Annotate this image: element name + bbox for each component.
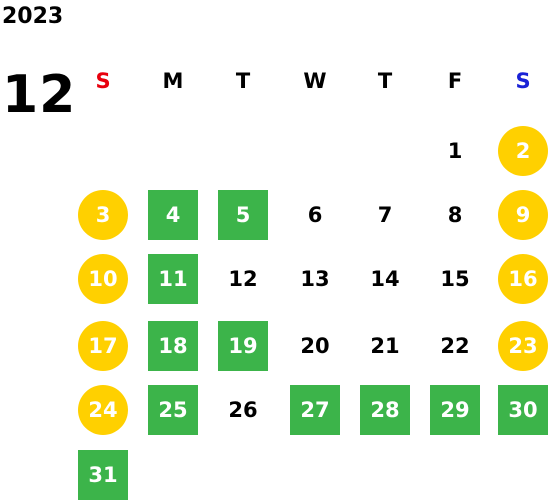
weekday-header-wednesday: W [303,69,327,93]
weekday-header-thursday: T [377,69,393,93]
calendar-day-18: 18 [148,321,198,371]
calendar-day-23: 23 [498,321,548,371]
calendar-day-17: 17 [78,321,128,371]
calendar-day-26: 26 [228,398,258,422]
calendar-day-29: 29 [430,385,480,435]
calendar-day-14: 14 [370,267,400,291]
weekday-header-tuesday: T [235,69,251,93]
calendar-day-10: 10 [78,254,128,304]
calendar-day-25: 25 [148,385,198,435]
calendar-day-30: 30 [498,385,548,435]
calendar-day-11: 11 [148,254,198,304]
calendar-day-15: 15 [440,267,470,291]
year-label: 2023 [2,4,64,29]
calendar-day-3: 3 [78,190,128,240]
weekday-header-friday: F [447,69,463,93]
calendar-day-21: 21 [370,334,400,358]
calendar-day-2: 2 [498,126,548,176]
weekday-header-monday: M [162,69,184,93]
calendar-day-27: 27 [290,385,340,435]
calendar-day-9: 9 [498,190,548,240]
calendar-day-13: 13 [300,267,330,291]
calendar-day-4: 4 [148,190,198,240]
weekday-header-saturday: S [515,69,531,93]
weekday-header-sunday: S [95,69,111,93]
calendar-day-19: 19 [218,321,268,371]
calendar-day-8: 8 [447,203,463,227]
month-label: 12 [2,65,77,125]
calendar-day-24: 24 [78,385,128,435]
calendar-day-28: 28 [360,385,410,435]
calendar-day-12: 12 [228,267,258,291]
calendar-day-5: 5 [218,190,268,240]
calendar-day-7: 7 [377,203,393,227]
calendar-day-1: 1 [447,139,463,163]
calendar-day-31: 31 [78,450,128,500]
calendar-day-22: 22 [440,334,470,358]
calendar-day-16: 16 [498,254,548,304]
calendar-day-6: 6 [307,203,323,227]
calendar-day-20: 20 [300,334,330,358]
